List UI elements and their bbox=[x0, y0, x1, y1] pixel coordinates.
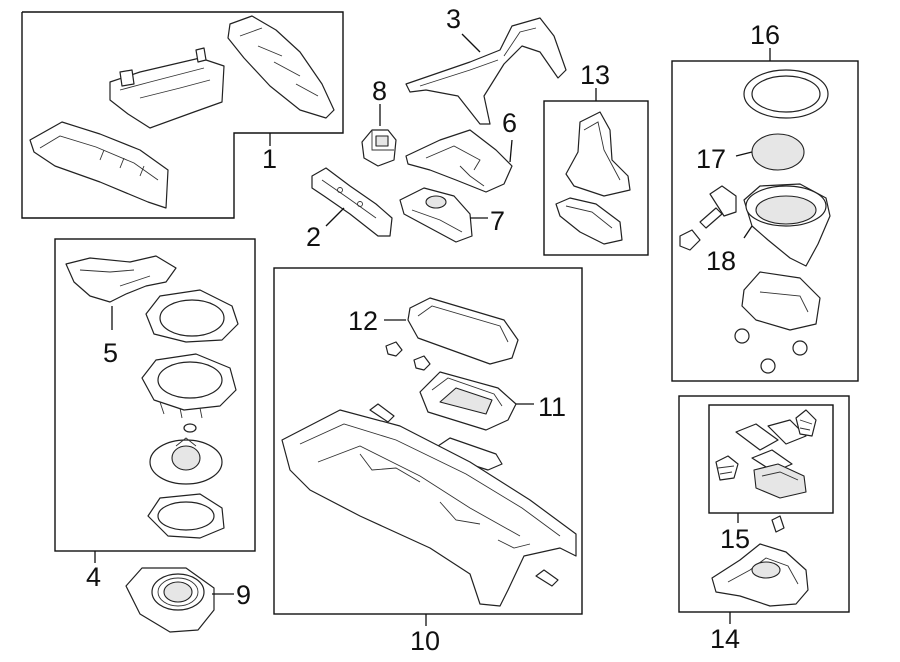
callout-8: 8 bbox=[372, 76, 387, 106]
group-10-frame bbox=[273, 267, 583, 615]
leader-2 bbox=[325, 207, 345, 227]
part-4-upper-bezel bbox=[145, 289, 239, 343]
part-9-controller bbox=[125, 567, 215, 633]
part-5-trim bbox=[65, 255, 177, 303]
part-10-clip-2 bbox=[413, 355, 431, 371]
part-4-rubber-boot bbox=[149, 437, 223, 485]
callout-11: 11 bbox=[538, 392, 566, 422]
callout-12: 12 bbox=[348, 306, 378, 336]
part-15-clips bbox=[715, 409, 817, 499]
part-2-bracket bbox=[311, 167, 393, 237]
part-10-clip-1 bbox=[385, 341, 403, 357]
callout-14: 14 bbox=[710, 624, 740, 654]
part-1-bracket bbox=[109, 47, 225, 129]
part-17-cup-insert bbox=[751, 133, 805, 171]
callout-15: 15 bbox=[720, 524, 750, 554]
part-6-shifter-bezel bbox=[405, 129, 513, 193]
group-1-frame bbox=[21, 11, 344, 219]
part-13-boot-base bbox=[555, 197, 623, 245]
part-4-lower-bezel bbox=[141, 353, 237, 419]
part-16-holder-base bbox=[734, 271, 821, 374]
leader-3 bbox=[461, 33, 481, 53]
part-16-cup-ring bbox=[743, 69, 829, 119]
part-4-nut bbox=[183, 423, 197, 433]
callout-9: 9 bbox=[236, 580, 251, 610]
leader-17 bbox=[735, 151, 753, 157]
callout-13: 13 bbox=[580, 60, 610, 90]
part-3-trim-bezel bbox=[405, 17, 567, 125]
part-8-switch bbox=[361, 129, 397, 167]
part-18-cup-holder bbox=[679, 183, 831, 267]
part-12-lid bbox=[407, 297, 519, 365]
part-13-shift-boot bbox=[565, 111, 631, 197]
leader-18 bbox=[743, 225, 753, 239]
callout-3: 3 bbox=[446, 4, 461, 34]
part-10-end-plug bbox=[535, 569, 559, 587]
callout-5: 5 bbox=[103, 338, 118, 368]
leader-6 bbox=[509, 139, 513, 163]
part-10-small-clip bbox=[369, 403, 395, 423]
callout-18: 18 bbox=[706, 246, 736, 276]
part-10-console bbox=[281, 409, 577, 607]
callout-2: 2 bbox=[306, 222, 321, 252]
callout-17: 17 bbox=[696, 144, 726, 174]
callout-4: 4 bbox=[86, 562, 101, 592]
part-1-glove-box-panel bbox=[29, 121, 169, 209]
group-15-frame bbox=[708, 404, 834, 514]
part-1-side-trim bbox=[227, 15, 335, 119]
part-4-ring bbox=[147, 493, 225, 539]
callout-16: 16 bbox=[750, 20, 780, 50]
callout-10: 10 bbox=[410, 626, 440, 656]
callout-6: 6 bbox=[502, 108, 517, 138]
part-14-base-plate bbox=[711, 543, 809, 607]
part-7-shifter-module bbox=[399, 187, 473, 243]
callout-1: 1 bbox=[262, 144, 277, 174]
part-11-tray bbox=[419, 371, 517, 431]
part-14-small-clip bbox=[771, 515, 785, 533]
group-16-frame bbox=[671, 60, 859, 382]
callout-7: 7 bbox=[490, 206, 505, 236]
group-4-frame bbox=[54, 238, 256, 552]
group-14-frame bbox=[678, 395, 850, 613]
